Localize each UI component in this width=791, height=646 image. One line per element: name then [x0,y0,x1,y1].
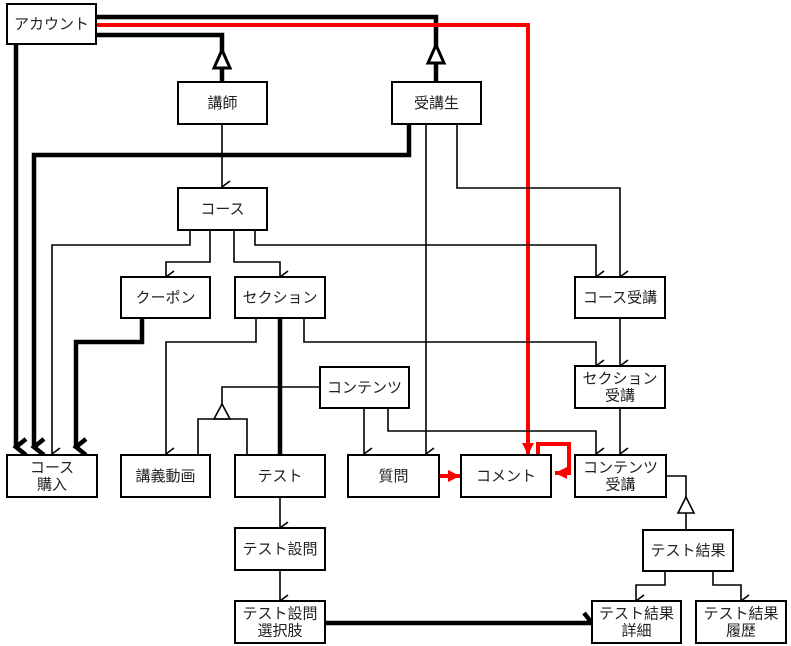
edge-course-section [233,230,289,284]
entity-label: コース [30,459,74,477]
entity-box [574,365,666,409]
entity-label: コース受講 [583,289,657,307]
entity-test-question[interactable]: テスト設問 [234,527,326,571]
entity-box [234,600,326,644]
entity-box [574,276,666,319]
entity-box [695,600,787,644]
entity-comment[interactable]: コメント [460,454,552,498]
entity-label: 選択肢 [257,622,302,640]
entity-box [319,366,410,409]
entity-label: コメント [476,467,536,485]
entity-label: 詳細 [621,622,651,640]
edge-comment-self [536,442,571,479]
edge-course-coupon [164,230,211,284]
entity-box [347,454,440,498]
entity-label: セクション [582,370,657,388]
edge-testresult-detail [634,571,666,608]
entity-box [6,454,98,498]
entity-label: コンテンツ [327,379,402,397]
edge-account-student-inherit [96,14,439,52]
entity-label: テスト設問 [242,605,317,623]
entity-box [120,276,211,319]
edge-testresult-history [712,571,750,608]
entity-box [234,527,326,571]
entity-student[interactable]: 受講生 [391,81,482,125]
entity-label: テスト [257,467,302,485]
entity-question[interactable]: 質問 [347,454,440,498]
entity-box [460,454,552,498]
edge-testresult-inherit [666,475,687,498]
entity-label: セクション [242,289,317,307]
entity-box [591,600,682,644]
entity-label: 購入 [37,476,67,494]
entity-label: 履歴 [726,622,756,640]
inherit-triangle-testresult [676,495,696,514]
edge-account-instructor-inherit [96,32,225,52]
entity-section[interactable]: セクション [234,276,326,319]
entity-box [177,81,268,125]
edge-student-enroll [456,124,629,284]
entity-test[interactable]: テスト [234,454,326,498]
entity-label: コンテンツ [583,459,658,477]
edge-coupon-purchase [72,318,145,457]
entity-course-enrollment[interactable]: コース受講 [574,276,666,319]
edge-section-senroll [303,318,605,373]
entity-box [574,454,667,498]
entity-instructor[interactable]: 講師 [177,81,268,125]
entity-label: コース [200,200,244,218]
entity-label: 受講生 [414,94,459,112]
entity-label: 講師 [207,94,237,112]
inherit-triangle-student [425,41,447,65]
entity-lecture-video[interactable]: 講義動画 [120,454,211,498]
entity-label: テスト結果 [703,605,778,623]
entity-account[interactable]: アカウント [6,3,97,45]
entity-label: テスト設問 [242,540,317,558]
entity-box [642,529,734,572]
entity-contents[interactable]: コンテンツ [319,366,410,409]
inherit-triangle-contents [212,402,232,420]
nodes-layer: アカウント講師受講生コースクーポンセクションコース受講セクション受講コンテンツコ… [6,3,787,644]
entity-box [6,3,97,45]
entity-label: アカウント [14,15,89,33]
entity-label: 受講 [605,476,635,494]
edge-section-video [164,318,257,461]
edge-video-contents [197,418,248,455]
entity-label: 受講 [605,387,635,405]
entity-coupon[interactable]: クーポン [120,276,211,319]
entity-label: テスト結果 [599,605,674,623]
edge-contents-inherit [221,386,320,405]
entity-label: クーポン [135,289,195,307]
entity-box [120,454,211,498]
edge-account-comment [96,23,534,455]
entity-box [177,187,268,231]
entity-label: テスト結果 [650,542,725,560]
entity-box [234,454,326,498]
edge-contents-cenroll [387,408,605,461]
entity-label: 講義動画 [135,467,195,485]
edges-layer [12,14,750,627]
entity-course[interactable]: コース [177,187,268,231]
entity-test-result[interactable]: テスト結果 [642,529,734,572]
edge-course-purchase [50,230,191,461]
entity-box [234,276,326,319]
inherit-triangle-instructor [211,46,233,70]
entity-label: 質問 [378,467,408,485]
entity-box [391,81,482,125]
